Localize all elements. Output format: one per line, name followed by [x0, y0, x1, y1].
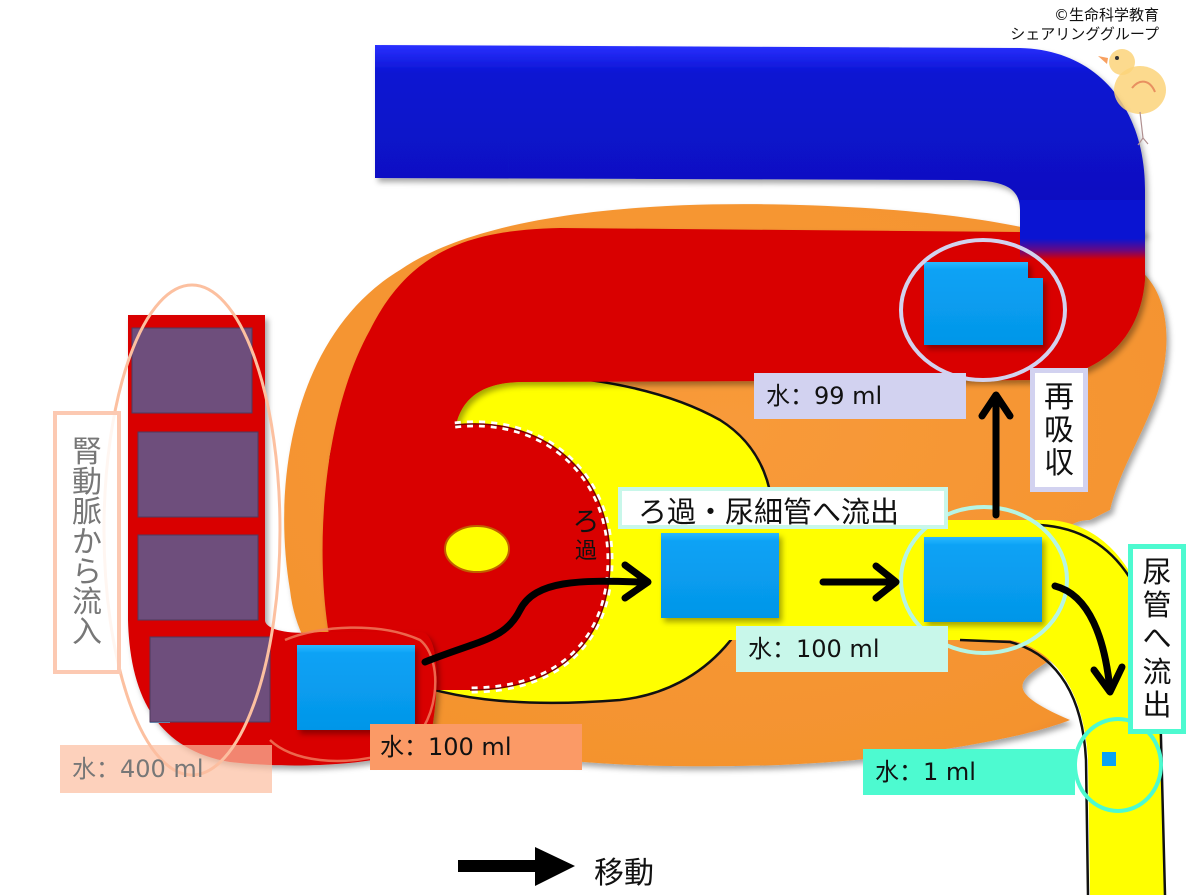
chick-eye-icon	[1115, 56, 1119, 60]
label-char: へ	[1142, 621, 1172, 656]
label-char: 脈	[72, 494, 102, 530]
ureter-outflow-label: 尿 管 へ 流 出	[1128, 544, 1186, 734]
glomerular-membrane-edge	[454, 423, 611, 691]
water-artery-label: 水：400 ml	[60, 745, 272, 793]
chick-beak-icon	[1098, 56, 1108, 64]
filtration-short-label: ろ 過	[566, 498, 606, 574]
ureter-flow-arrowhead	[1090, 663, 1126, 696]
water-block-urine	[1102, 752, 1116, 766]
water-block-filtrate	[661, 533, 779, 618]
label-char: 流	[72, 584, 102, 620]
chick-head-icon	[1109, 49, 1135, 75]
legend-arrow-shaft	[458, 860, 538, 872]
label-char: 吸	[1044, 412, 1074, 448]
label-char: ろ	[572, 506, 600, 538]
filtration-outflow-label: ろ過・尿細管へ流出	[618, 487, 948, 529]
flow-arrows	[421, 391, 1126, 696]
label-char: 腎	[72, 434, 102, 470]
label-char: 管	[1142, 587, 1172, 622]
copyright-line-2: シェアリンググループ	[1010, 25, 1159, 43]
ureter-highlight-circle	[1073, 717, 1163, 813]
afferent-lumen	[444, 525, 510, 573]
water-glomerulus-label: 水：100 ml	[370, 724, 582, 770]
label-char: 再	[1044, 379, 1074, 415]
glomerulus-highlight-outline	[269, 626, 437, 763]
label-char: 動	[72, 464, 102, 500]
renal-vein	[375, 45, 1145, 235]
blood-cell	[137, 431, 259, 518]
blood-cell	[149, 636, 271, 723]
chick-leg-icon	[1137, 111, 1149, 146]
chick-body-icon	[1114, 66, 1166, 114]
water-block-artery	[297, 645, 415, 730]
label-char: 収	[1044, 445, 1074, 481]
label-char: ら	[72, 554, 102, 590]
water-reabsorbed-label: 水：99 ml	[754, 373, 966, 419]
reabsorb-highlight-circle	[899, 238, 1067, 382]
tubule-flow-arrowhead	[872, 562, 900, 602]
reabsorption-label: 再 吸 収	[1030, 368, 1088, 492]
water-block-reabsorbed	[924, 262, 1043, 345]
water-block-tubule	[924, 537, 1042, 622]
filtration-arrow	[421, 577, 644, 666]
ureter-flow-arrow	[1051, 582, 1114, 694]
label-char: 出	[1142, 688, 1172, 723]
copyright-line-1: ©生命科学教育	[1053, 6, 1159, 24]
reabsorb-arrowhead	[978, 391, 1014, 420]
label-char: 過	[574, 539, 597, 564]
legend-move-label: 移動	[594, 856, 654, 891]
label-char: 入	[72, 614, 102, 650]
chick-wing-icon	[1131, 80, 1156, 93]
water-tubule-label: 水：100 ml	[736, 626, 948, 672]
artery-inflow-label: 腎 動 脈 か ら 流 入	[53, 411, 121, 674]
blood-cell	[131, 327, 253, 414]
label-char: 尿	[1142, 554, 1172, 589]
filtration-arrowhead	[621, 561, 652, 602]
blood-cell	[137, 534, 259, 621]
copyright-notice: ©生命科学教育 シェアリンググループ	[1010, 6, 1159, 44]
legend-arrow-head	[535, 847, 575, 886]
water-ureter-label: 水：1 ml	[863, 749, 1075, 795]
blood-cells	[131, 327, 271, 723]
label-char: 流	[1142, 654, 1172, 689]
tubule-highlight-circle	[899, 505, 1069, 655]
legend-move-arrow	[458, 847, 575, 886]
chick-illustration	[1098, 49, 1166, 146]
label-char: か	[72, 524, 102, 560]
